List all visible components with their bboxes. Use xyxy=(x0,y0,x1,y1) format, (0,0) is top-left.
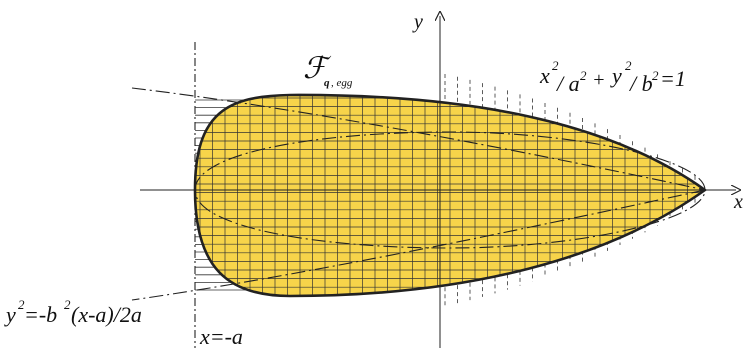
ellipse-equation: x 2 / a 2 + y 2 / b 2 =1 xyxy=(539,58,686,96)
axis-x-label: x xyxy=(733,191,743,213)
svg-text:=-b: =-b xyxy=(24,302,57,327)
svg-text:2: 2 xyxy=(625,58,632,73)
svg-text:+: + xyxy=(592,69,606,91)
parabola-equation: y 2 =-b 2 (x-a)/2a xyxy=(4,297,142,327)
svg-text:, egg: , egg xyxy=(331,77,353,89)
svg-text:2: 2 xyxy=(652,68,659,83)
svg-text:2: 2 xyxy=(18,297,25,312)
line-x-minus-a-label: x=-a xyxy=(199,324,243,349)
svg-text:y: y xyxy=(610,63,622,88)
svg-text:/ b: / b xyxy=(628,71,653,96)
svg-text:=1: =1 xyxy=(660,66,686,91)
svg-text:/ a: / a xyxy=(555,71,580,96)
svg-text:2: 2 xyxy=(580,68,587,83)
svg-text:x: x xyxy=(539,63,550,88)
svg-text:2: 2 xyxy=(552,58,559,73)
svg-text:2: 2 xyxy=(64,297,71,312)
parabola-upper xyxy=(131,87,706,191)
svg-text:y: y xyxy=(4,302,16,327)
egg-curve-label: ℱ q , egg xyxy=(303,52,353,89)
svg-text:q: q xyxy=(324,77,330,89)
axis-y-label: y xyxy=(412,11,423,33)
svg-text:(x-a)/2a: (x-a)/2a xyxy=(71,302,142,327)
parabola-lower xyxy=(131,189,706,301)
